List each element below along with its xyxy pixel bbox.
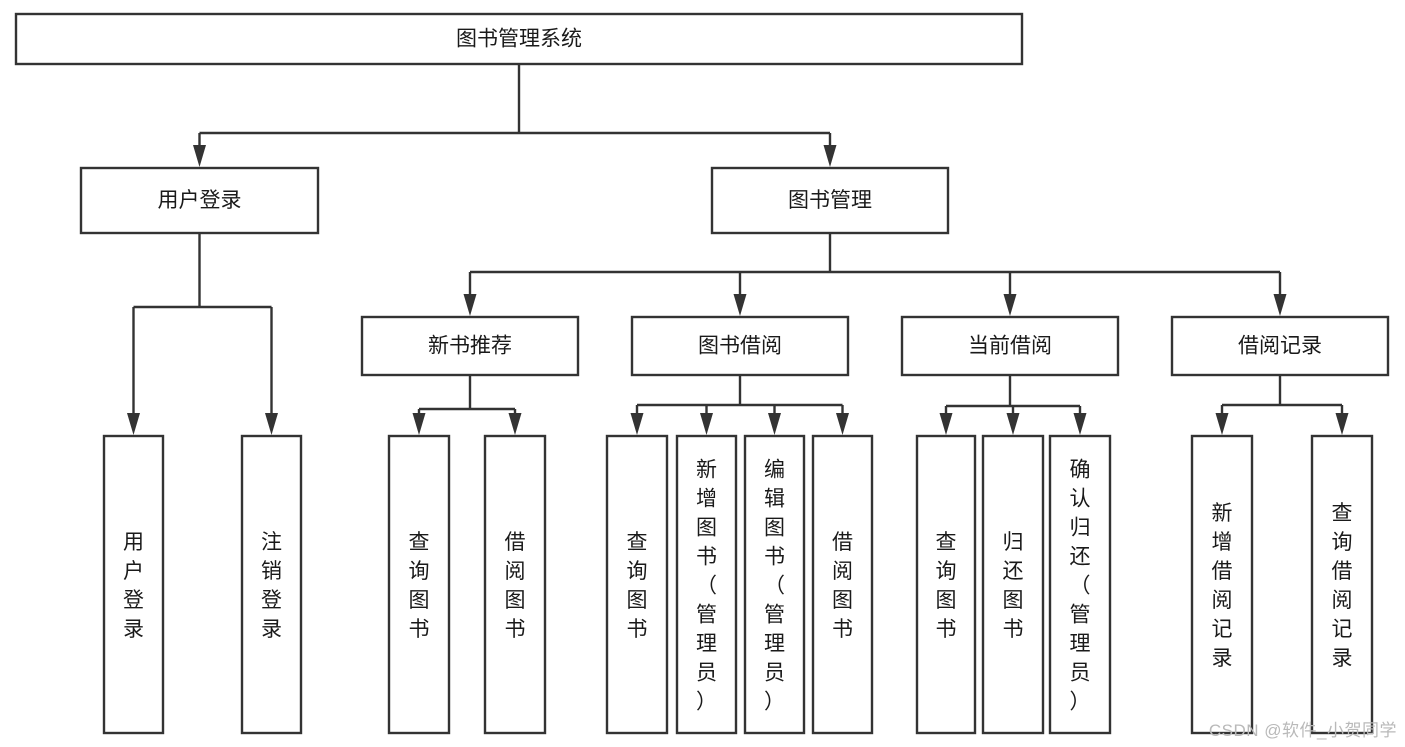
node-box (981, 434, 1045, 735)
node-box (240, 434, 303, 735)
node-label: 新书推荐 (428, 335, 512, 358)
arrow-head-icon (193, 145, 206, 167)
node-leaf-6[interactable]: 编辑图书（管理员） (743, 434, 806, 735)
node-leaf-12[interactable]: 查询借阅记录 (1310, 434, 1374, 735)
node-label: 编辑图书（管理员） (764, 459, 785, 714)
node-label: 查询图书 (627, 531, 648, 641)
connectors-layer (127, 64, 1349, 435)
node-label: 确认归还（管理员） (1070, 459, 1091, 714)
node-l2-0[interactable]: 用户登录 (79, 166, 320, 235)
arrow-head-icon (630, 413, 644, 435)
node-label: 图书管理 (788, 189, 872, 212)
node-l3-2[interactable]: 当前借阅 (900, 315, 1120, 377)
node-label: 图书借阅 (698, 335, 782, 358)
node-leaf-7[interactable]: 借阅图书 (811, 434, 874, 735)
arrow-head-icon (733, 294, 747, 316)
node-box (360, 315, 580, 377)
arrow-head-icon (823, 145, 837, 167)
node-leaf-2[interactable]: 查询图书 (387, 434, 451, 735)
node-label: 借阅记录 (1238, 335, 1322, 358)
node-box (1190, 434, 1254, 735)
node-l3-3[interactable]: 借阅记录 (1170, 315, 1390, 377)
node-label: 归还图书 (1003, 531, 1024, 641)
node-box (915, 434, 977, 735)
node-box (102, 434, 165, 735)
node-leaf-1[interactable]: 注销登录 (240, 434, 303, 735)
node-leaf-5[interactable]: 新增图书（管理员） (675, 434, 738, 735)
node-root[interactable]: 图书管理系统 (14, 12, 1024, 66)
node-label: 借阅图书 (505, 531, 526, 641)
node-box (605, 434, 669, 735)
node-box (14, 12, 1024, 66)
node-box (811, 434, 874, 735)
arrow-head-icon (508, 413, 522, 435)
node-box (79, 166, 320, 235)
node-leaf-4[interactable]: 查询图书 (605, 434, 669, 735)
node-label: 注销登录 (261, 531, 282, 641)
arrow-head-icon (939, 413, 953, 435)
node-box (743, 434, 806, 735)
node-box (1170, 315, 1390, 377)
node-l3-0[interactable]: 新书推荐 (360, 315, 580, 377)
arrow-head-icon (463, 294, 477, 316)
node-box (387, 434, 451, 735)
arrow-head-icon (768, 413, 781, 435)
node-label: 当前借阅 (968, 335, 1052, 358)
arrow-head-icon (265, 413, 278, 435)
node-label: 查询图书 (936, 531, 957, 641)
arrow-head-icon (1006, 413, 1020, 435)
node-label: 用户登录 (158, 189, 242, 212)
node-label: 借阅图书 (832, 531, 853, 641)
arrow-head-icon (412, 413, 426, 435)
node-leaf-9[interactable]: 归还图书 (981, 434, 1045, 735)
node-label: 新增借阅记录 (1212, 502, 1233, 670)
node-label: 新增图书（管理员） (696, 459, 717, 714)
node-box (675, 434, 738, 735)
node-label: 查询借阅记录 (1332, 502, 1353, 670)
watermark-label: CSDN @软件_小贺同学 (1208, 721, 1397, 740)
node-leaf-8[interactable]: 查询图书 (915, 434, 977, 735)
arrow-head-icon (836, 413, 849, 435)
node-box (630, 315, 850, 377)
arrow-head-icon (1273, 294, 1287, 316)
node-box (900, 315, 1120, 377)
arrow-head-icon (700, 413, 713, 435)
node-label: 图书管理系统 (456, 28, 582, 51)
node-l3-1[interactable]: 图书借阅 (630, 315, 850, 377)
arrow-head-icon (1335, 413, 1349, 435)
arrow-head-icon (1215, 413, 1229, 435)
node-leaf-0[interactable]: 用户登录 (102, 434, 165, 735)
node-leaf-10[interactable]: 确认归还（管理员） (1048, 434, 1112, 735)
node-leaf-3[interactable]: 借阅图书 (483, 434, 547, 735)
arrow-head-icon (1073, 413, 1087, 435)
node-leaf-11[interactable]: 新增借阅记录 (1190, 434, 1254, 735)
node-box (1310, 434, 1374, 735)
node-label: 用户登录 (123, 531, 144, 641)
nodes-layer: 图书管理系统用户登录图书管理新书推荐图书借阅当前借阅借阅记录用户登录注销登录查询… (14, 12, 1390, 735)
node-box (1048, 434, 1112, 735)
node-label: 查询图书 (409, 531, 430, 641)
node-box (710, 166, 950, 235)
node-l2-1[interactable]: 图书管理 (710, 166, 950, 235)
arrow-head-icon (127, 413, 140, 435)
node-box (483, 434, 547, 735)
arrow-head-icon (1003, 294, 1017, 316)
